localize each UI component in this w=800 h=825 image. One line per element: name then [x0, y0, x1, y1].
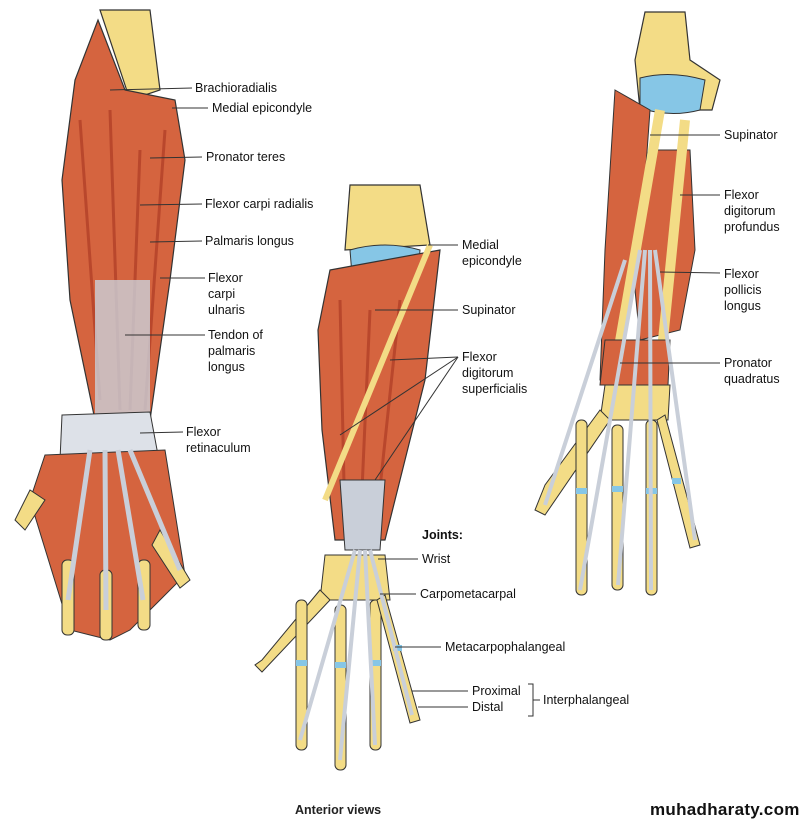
label-proximal: Proximal [472, 684, 521, 698]
label-distal: Distal [472, 700, 504, 714]
label-pronator-teres: Pronator teres [206, 150, 286, 164]
leader-lines [109, 87, 721, 717]
watermark: muhadharaty.com [650, 800, 800, 819]
label-wrist: Wrist [422, 552, 451, 566]
label-metacarpophalangeal: Metacarpophalangeal [445, 640, 566, 654]
label-carpometacarpal: Carpometacarpal [420, 587, 516, 601]
left-forearm-superficial [14, 9, 191, 641]
label-flexor-digitorum-profundus: Flexor digitorum profundus [724, 188, 780, 234]
label-medial-epicondyle-middle: Medial epicondyle [462, 238, 522, 268]
label-flexor-pollicis-longus: Flexor pollicis longus [724, 267, 762, 313]
right-forearm-deep [534, 11, 721, 596]
label-palmaris-longus: Palmaris longus [205, 234, 294, 248]
label-tendon-palmaris-longus: Tendon of palmaris longus [208, 328, 263, 374]
figure-caption: Anterior views [295, 803, 382, 817]
label-supinator-right: Supinator [724, 128, 778, 142]
label-flexor-carpi-ulnaris: Flexor carpi ulnaris [208, 271, 245, 317]
joints-heading: Joints: [422, 528, 463, 542]
label-brachioradialis: Brachioradialis [195, 81, 277, 95]
label-supinator-middle: Supinator [462, 303, 516, 317]
label-flexor-digitorum-superficialis: Flexor digitorum superficialis [462, 350, 528, 396]
label-medial-epicondyle: Medial epicondyle [212, 101, 313, 115]
label-flexor-carpi-radialis: Flexor carpi radialis [205, 197, 314, 211]
middle-forearm-intermediate [254, 184, 441, 771]
label-pronator-quadratus: Pronator quadratus [724, 356, 780, 386]
label-flexor-retinaculum: Flexor retinaculum [186, 425, 251, 455]
label-interphalangeal: Interphalangeal [543, 693, 630, 707]
